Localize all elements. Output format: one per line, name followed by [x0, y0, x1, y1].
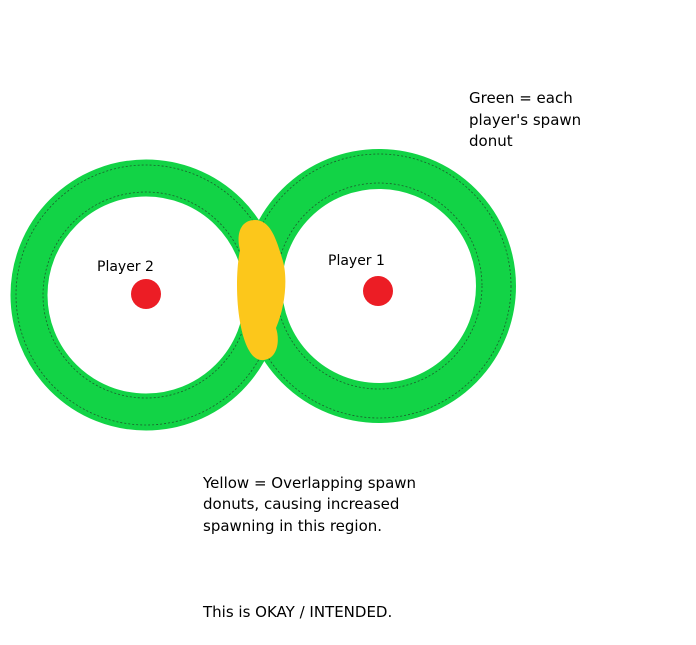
green-legend-text: Green = each player's spawn donut [469, 89, 582, 150]
player1-donut-inner-dashed [246, 153, 512, 419]
yellow-legend: Yellow = Overlapping spawn donuts, causi… [203, 451, 433, 645]
yellow-legend-text: Yellow = Overlapping spawn donuts, causi… [203, 473, 417, 535]
intended-note: This is OKAY / INTENDED. [203, 602, 393, 621]
player1-donut-outer-dashed [275, 182, 483, 390]
player1-label: Player 1 [328, 253, 385, 269]
legend-spacer [203, 559, 433, 581]
spawn-donut-diagram: Player 2 Player 1 [10, 149, 516, 431]
player2-marker [131, 279, 161, 309]
overlap-region [237, 220, 286, 361]
player2-label: Player 2 [97, 259, 154, 275]
player1-marker [363, 276, 393, 306]
